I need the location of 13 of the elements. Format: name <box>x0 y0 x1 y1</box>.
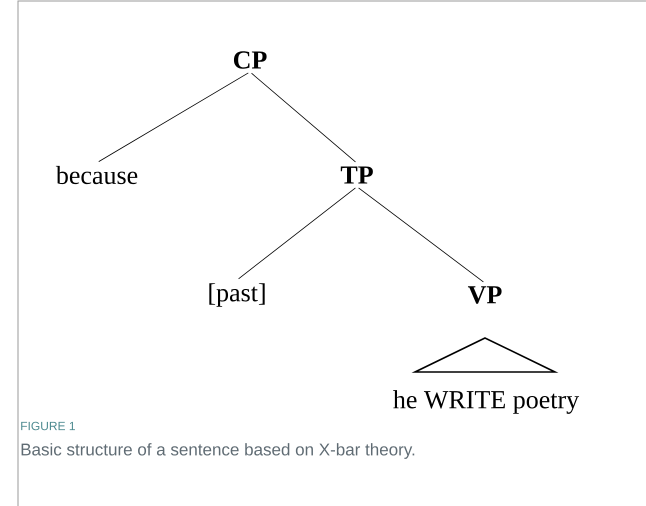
word-label: [past] <box>209 283 265 307</box>
phrase-label: TP <box>340 166 373 184</box>
tree-branch <box>251 72 356 162</box>
tree-branch <box>358 188 484 282</box>
phrase-label: CP <box>234 51 267 69</box>
figure-number: FIGURE 1 <box>21 422 75 430</box>
phrase-label: VP <box>468 286 502 304</box>
word-label: because <box>56 166 138 184</box>
node-label: he WRITE poetry <box>393 390 580 414</box>
triangle-drawing: he WRITE poetry <box>393 337 580 414</box>
tree-branch <box>98 72 249 162</box>
caption: Basic structure of a sentence based on X-bar theory. <box>22 443 414 459</box>
tree-branch <box>238 188 356 280</box>
